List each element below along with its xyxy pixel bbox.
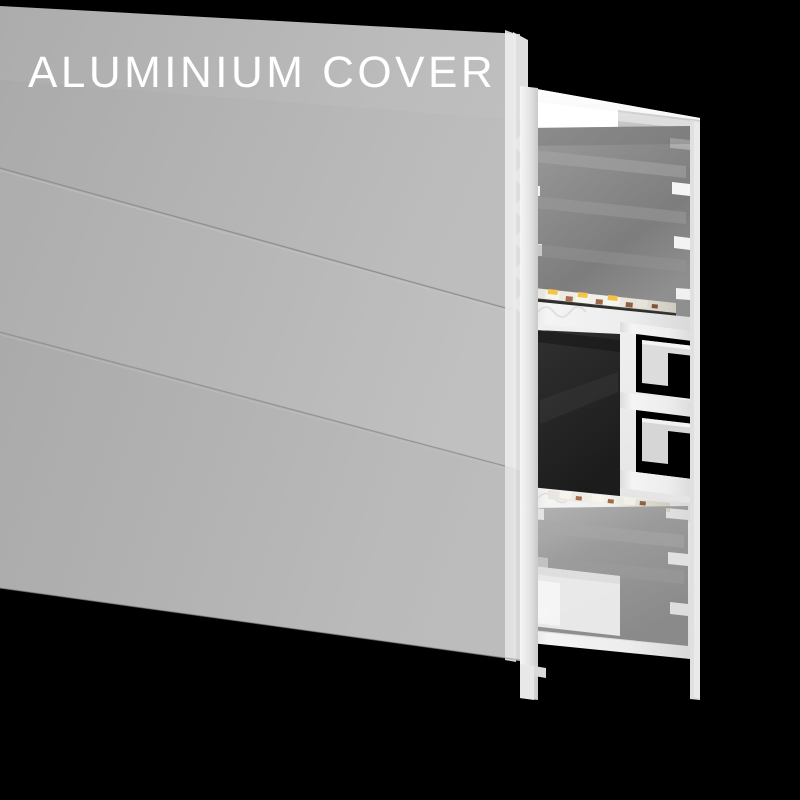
led-emitters <box>545 289 648 309</box>
mounting-grooves <box>636 330 700 480</box>
upper-light-channel <box>528 126 690 322</box>
led-emitters-lower <box>559 491 646 506</box>
groove-rib-top <box>620 322 700 342</box>
bottom-rail <box>520 630 700 660</box>
cover-panel-upper <box>0 6 520 312</box>
cover-seam-upper <box>0 167 521 313</box>
groove-rib-mid <box>620 392 700 418</box>
cover-seam-lower <box>0 331 521 471</box>
cover-panel-middle <box>0 168 520 470</box>
cover-panel-lower <box>0 332 520 660</box>
groove-rib-bottom <box>620 470 700 498</box>
cut-face-scallop-upper <box>515 120 525 312</box>
led-solder-pads <box>565 296 658 309</box>
profile-left-wall <box>520 86 538 700</box>
profile-foot <box>520 664 534 700</box>
